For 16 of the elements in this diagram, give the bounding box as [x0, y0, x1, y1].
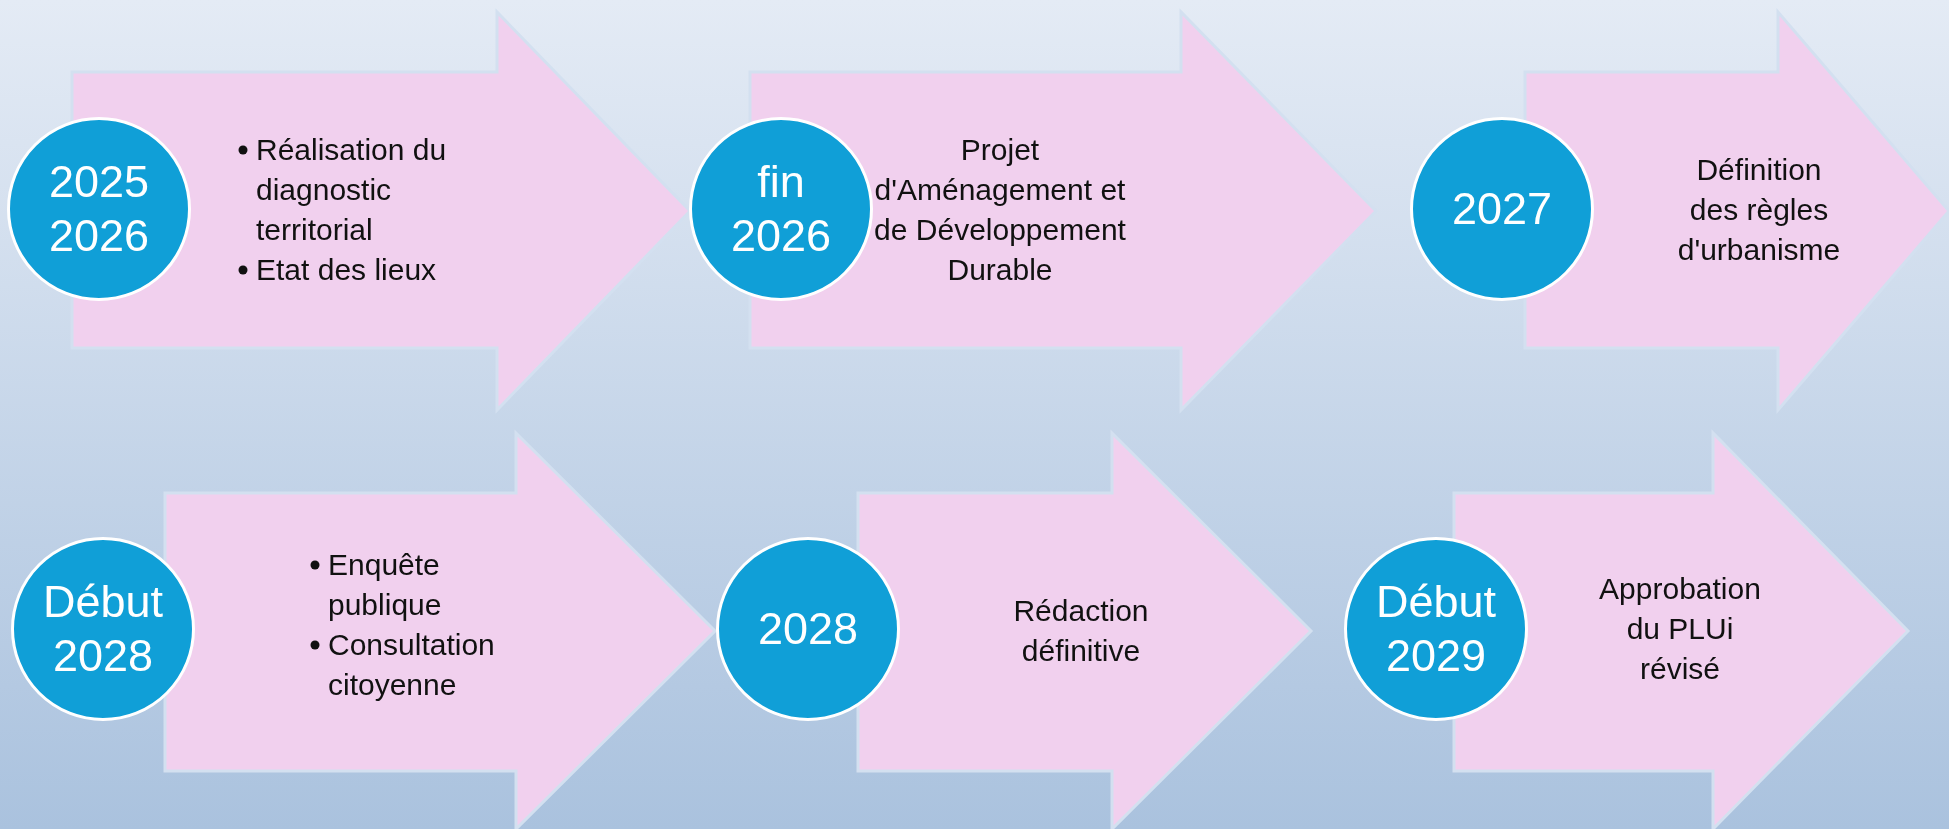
year-label: 2028: [756, 602, 860, 656]
step-text: Projet d'Aménagement et de Développement Durable: [873, 132, 1127, 288]
step-banner: [165, 433, 715, 829]
step-banner: [858, 433, 1311, 829]
year-label: Début 2029: [1374, 575, 1498, 683]
year-label: Début 2028: [41, 575, 165, 683]
year-label: fin 2026: [729, 155, 833, 263]
bullet-item: Etat des lieux: [256, 253, 437, 286]
bullet-item: Réalisation du diagnostic territorial: [256, 133, 447, 246]
step-text: Approbation du PLUi révisé: [1598, 571, 1762, 687]
year-label: 2025 2026: [47, 155, 151, 263]
step-text: Définition des règles d'urbanisme: [1676, 152, 1842, 268]
year-label: 2027: [1450, 182, 1554, 236]
bullet-item: Consultation citoyenne: [328, 628, 495, 701]
step-text: Rédaction définitive: [1012, 593, 1150, 669]
bullet-item: Enquête publique: [328, 548, 442, 621]
